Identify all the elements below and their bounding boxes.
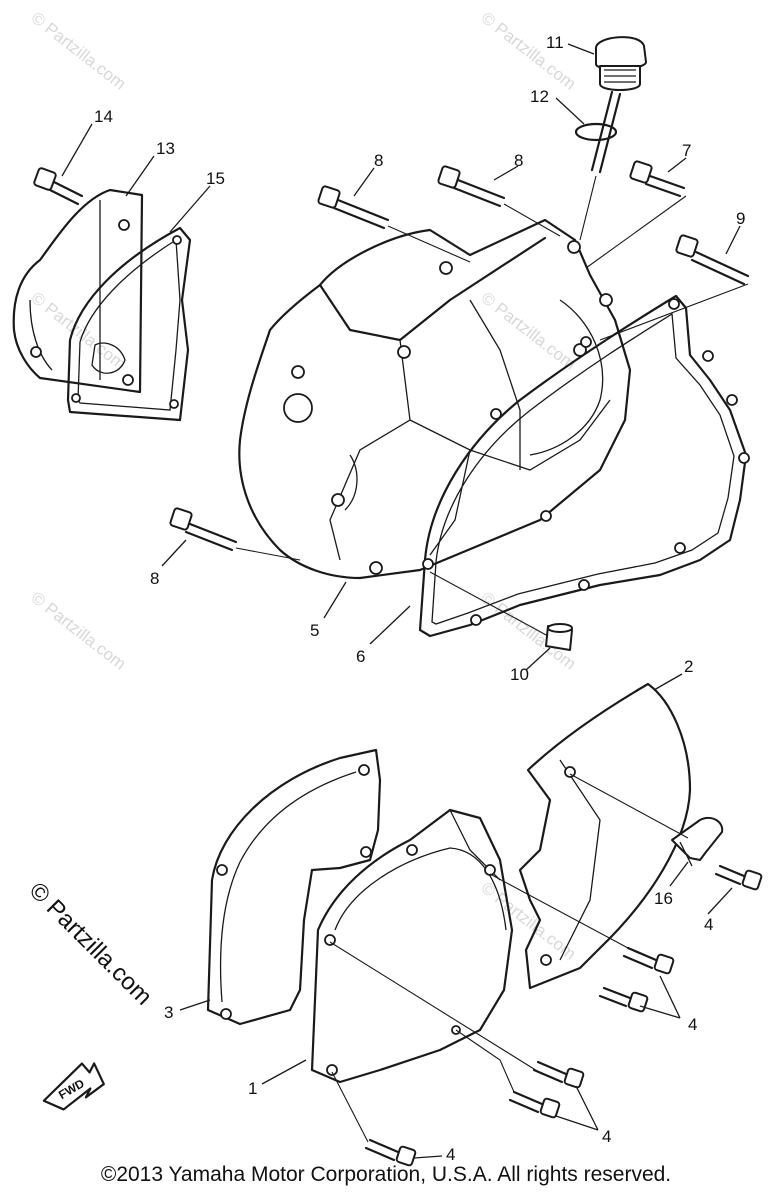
bolt-4-upper-middle — [622, 946, 675, 975]
part-5-crankcase-cover — [238, 218, 632, 580]
label-part-13: 13 — [156, 139, 175, 158]
part-6-large-gasket — [418, 294, 750, 638]
watermarks: © Partzilla.com © Partzilla.com © Partzi… — [28, 8, 580, 964]
part-13-small-cover — [12, 188, 144, 394]
part-11-dipstick — [590, 36, 647, 174]
bolt-8-upper-left — [317, 185, 390, 230]
part-15-small-gasket — [66, 226, 192, 422]
copyright-notice: ©2013 Yamaha Motor Corporation, U.S.A. A… — [100, 1163, 672, 1186]
label-part-7: 7 — [682, 141, 691, 160]
part-2-chain-cover — [518, 682, 692, 990]
watermark-top-left: © Partzilla.com — [28, 8, 130, 94]
label-part-8-right: 8 — [514, 151, 523, 170]
label-part-10: 10 — [510, 665, 529, 684]
part-labels: 14 13 15 8 8 7 9 11 12 8 5 6 10 2 16 4 4… — [94, 33, 745, 1164]
bolt-8-upper-right — [437, 165, 506, 208]
watermark-mid-right: © Partzilla.com — [478, 288, 580, 374]
watermark-top-right: © Partzilla.com — [478, 8, 580, 94]
label-part-9: 9 — [736, 209, 745, 228]
label-part-4-bottom-right: 4 — [602, 1127, 611, 1146]
bolt-14 — [33, 167, 84, 206]
label-part-2: 2 — [684, 657, 693, 676]
leader-lines — [61, 43, 741, 1159]
label-part-4-bottom-left: 4 — [446, 1145, 455, 1164]
bolt-7 — [629, 160, 686, 198]
bolt-4-bottom-left — [364, 1138, 417, 1167]
part-16-clip — [671, 816, 724, 867]
watermark-mid-left: © Partzilla.com — [28, 288, 130, 374]
label-part-4-middle: 4 — [688, 1015, 697, 1034]
label-part-1: 1 — [248, 1079, 257, 1098]
part-3-stator-gasket — [206, 748, 382, 1026]
forward-arrow: FWD — [42, 1062, 105, 1111]
bolt-9 — [675, 234, 750, 286]
label-part-6: 6 — [356, 647, 365, 666]
label-part-5: 5 — [310, 621, 319, 640]
watermark-low-left: © Partzilla.com — [28, 588, 130, 674]
bolt-4-right — [714, 864, 763, 891]
label-part-14: 14 — [94, 107, 113, 126]
label-part-11: 11 — [546, 33, 564, 52]
part-12-o-ring — [574, 122, 618, 142]
label-part-12: 12 — [530, 87, 549, 106]
assembly-lines — [235, 175, 749, 1143]
bolt-4-bottom-a — [532, 1060, 585, 1089]
part-10-dowel-pin — [545, 623, 573, 651]
label-part-8-left: 8 — [374, 151, 383, 170]
label-part-4-right: 4 — [704, 915, 713, 934]
watermark-side: © Partzilla.com — [24, 877, 157, 1010]
label-part-3: 3 — [164, 1003, 173, 1022]
label-part-16: 16 — [654, 889, 673, 908]
bolt-8-lower — [169, 507, 238, 552]
forward-arrow-label: FWD — [56, 1076, 87, 1102]
label-part-8-lower: 8 — [150, 569, 159, 588]
bolt-4-bottom-b — [508, 1090, 561, 1119]
label-part-15: 15 — [206, 169, 225, 188]
part-1-stator-cover — [310, 808, 514, 1084]
bolt-4-lower-middle — [598, 986, 649, 1013]
